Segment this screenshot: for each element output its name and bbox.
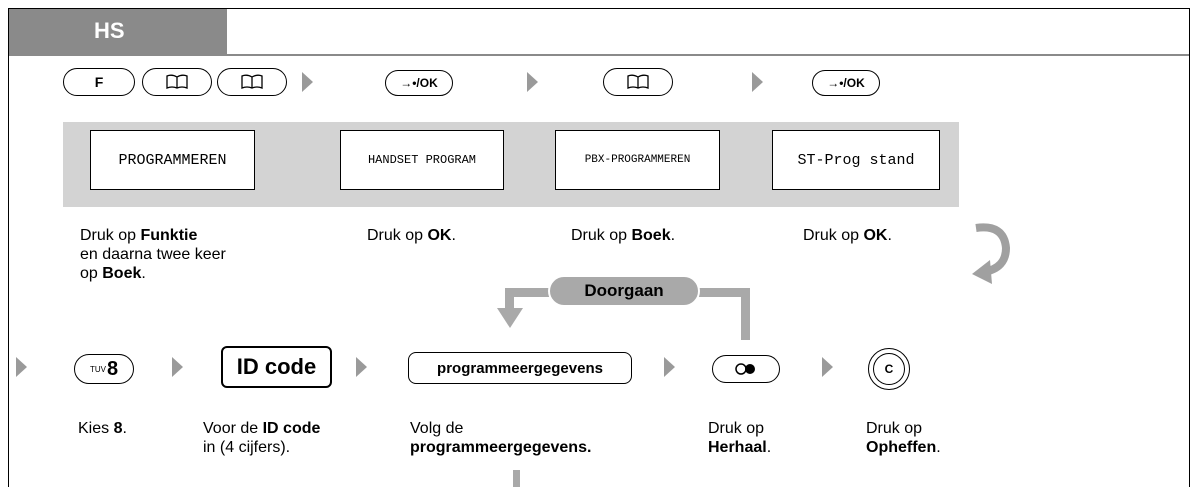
row2-step-2-line-2: in (4 cijfers). [203,439,291,456]
step-2-b: OK [427,227,452,244]
function-key[interactable]: F [63,68,135,96]
step-arrow-icon [356,357,367,377]
step-2-c: . [451,227,456,244]
key-8-letters: TUV [89,364,106,374]
loop-bar-right-down [741,288,750,340]
step-1-line-3-c: . [141,265,146,282]
hs-tab-label: HS [94,18,125,43]
book-key-1[interactable] [142,68,212,96]
step-4-a: Druk op [803,227,864,244]
step-arrow-icon [302,72,313,92]
row2-step-1-b: 8 [113,420,123,437]
step-1-line-1-b: Funktie [140,227,198,244]
diagram-frame [8,8,1190,487]
step-arrow-icon [752,72,763,92]
curved-arrow-icon [972,223,1011,284]
row2-step-2-b: ID code [262,420,321,437]
row2-step-3-line-1: Volg de [410,420,464,437]
row2-step-3-line-2: programmeergegevens. [410,439,592,456]
book-icon [627,74,649,89]
ok-key-1[interactable]: →•/OK [385,70,453,96]
display-3-text: PBX-PROGRAMMEREN [584,154,691,166]
row2-step-2-a: Voor de [203,420,263,437]
step-3-text: Druk op Boek. [571,226,675,245]
ok-key-2[interactable]: →•/OK [812,70,880,96]
step-1-line-3-a: op [80,265,103,282]
step-arrow-icon [16,357,27,377]
row2-step-5-b: Opheffen [866,439,937,456]
step-3-a: Druk op [571,227,632,244]
book-icon [241,74,263,89]
step-1-text: Druk op Funktie en daarna twee keer op B… [80,226,226,283]
redial-key[interactable] [712,355,780,383]
book-key-2[interactable] [217,68,287,96]
display-4-text: ST-Prog stand [797,151,915,169]
row2-step-4-c: . [766,439,772,456]
id-code-box: ID code [221,346,332,388]
ok-key-label: →•/OK [827,76,865,90]
step-1-line-2: en daarna twee keer [80,246,226,263]
row2-step-5-c: . [936,439,941,456]
step-arrow-icon [664,357,675,377]
step-arrow-icon [172,357,183,377]
key-8-digit: 8 [106,357,119,380]
book-key-3[interactable] [603,68,673,96]
loop-arrowhead-icon [497,308,523,328]
step-3-c: . [670,227,676,244]
display-3: PBX-PROGRAMMEREN [555,130,720,190]
row2-step-3-text: Volg de programmeergegevens. [410,419,591,457]
ok-key-label: →•/OK [400,76,438,90]
display-4: ST-Prog stand [772,130,940,190]
book-icon [166,74,188,89]
row2-step-5-text: Druk op Opheffen. [866,419,941,457]
redial-icon [735,363,755,375]
doorgaan-label: Doorgaan [548,275,700,307]
row2-step-1-a: Kies [78,420,114,437]
step-2-a: Druk op [367,227,428,244]
row2-step-4-line-1: Druk op [708,420,765,437]
step-3-b: Boek [631,227,671,244]
display-2: HANDSET PROGRAM [340,130,504,190]
step-4-b: OK [863,227,888,244]
step-4-text: Druk op OK. [803,226,892,245]
row2-step-4-b: Herhaal [708,439,767,456]
id-code-text: ID code [236,354,317,379]
hs-tab: HS [9,9,227,54]
row2-step-5-line-1: Druk op [866,420,923,437]
cancel-key-inner: C [873,353,905,385]
display-1: PROGRAMMEREN [90,130,255,190]
step-arrow-icon [822,357,833,377]
row2-step-2-text: Voor de ID code in (4 cijfers). [203,419,320,457]
step-1-line-1-a: Druk op [80,227,141,244]
function-key-label: F [94,74,104,90]
continue-bar [513,470,520,487]
display-2-text: HANDSET PROGRAM [367,153,477,167]
row2-step-4-text: Druk op Herhaal. [708,419,771,457]
step-arrow-icon [527,72,538,92]
doorgaan-text: Doorgaan [584,281,664,300]
loop-bar-right [698,288,750,297]
cancel-key[interactable]: C [868,348,910,390]
display-1-text: PROGRAMMEREN [118,151,227,169]
row2-step-1-c: . [122,420,127,437]
loop-bar-left [505,288,551,297]
loop-bar-left-down [505,288,514,310]
cancel-key-label: C [884,362,894,376]
step-1-line-3-b: Boek [102,265,142,282]
programming-data-text: programmeergegevens [437,359,603,377]
programming-data-box: programmeergegevens [408,352,632,384]
step-4-c: . [887,227,892,244]
header-rule [9,54,1189,56]
step-2-text: Druk op OK. [367,226,456,245]
row2-step-1-text: Kies 8. [78,419,127,438]
